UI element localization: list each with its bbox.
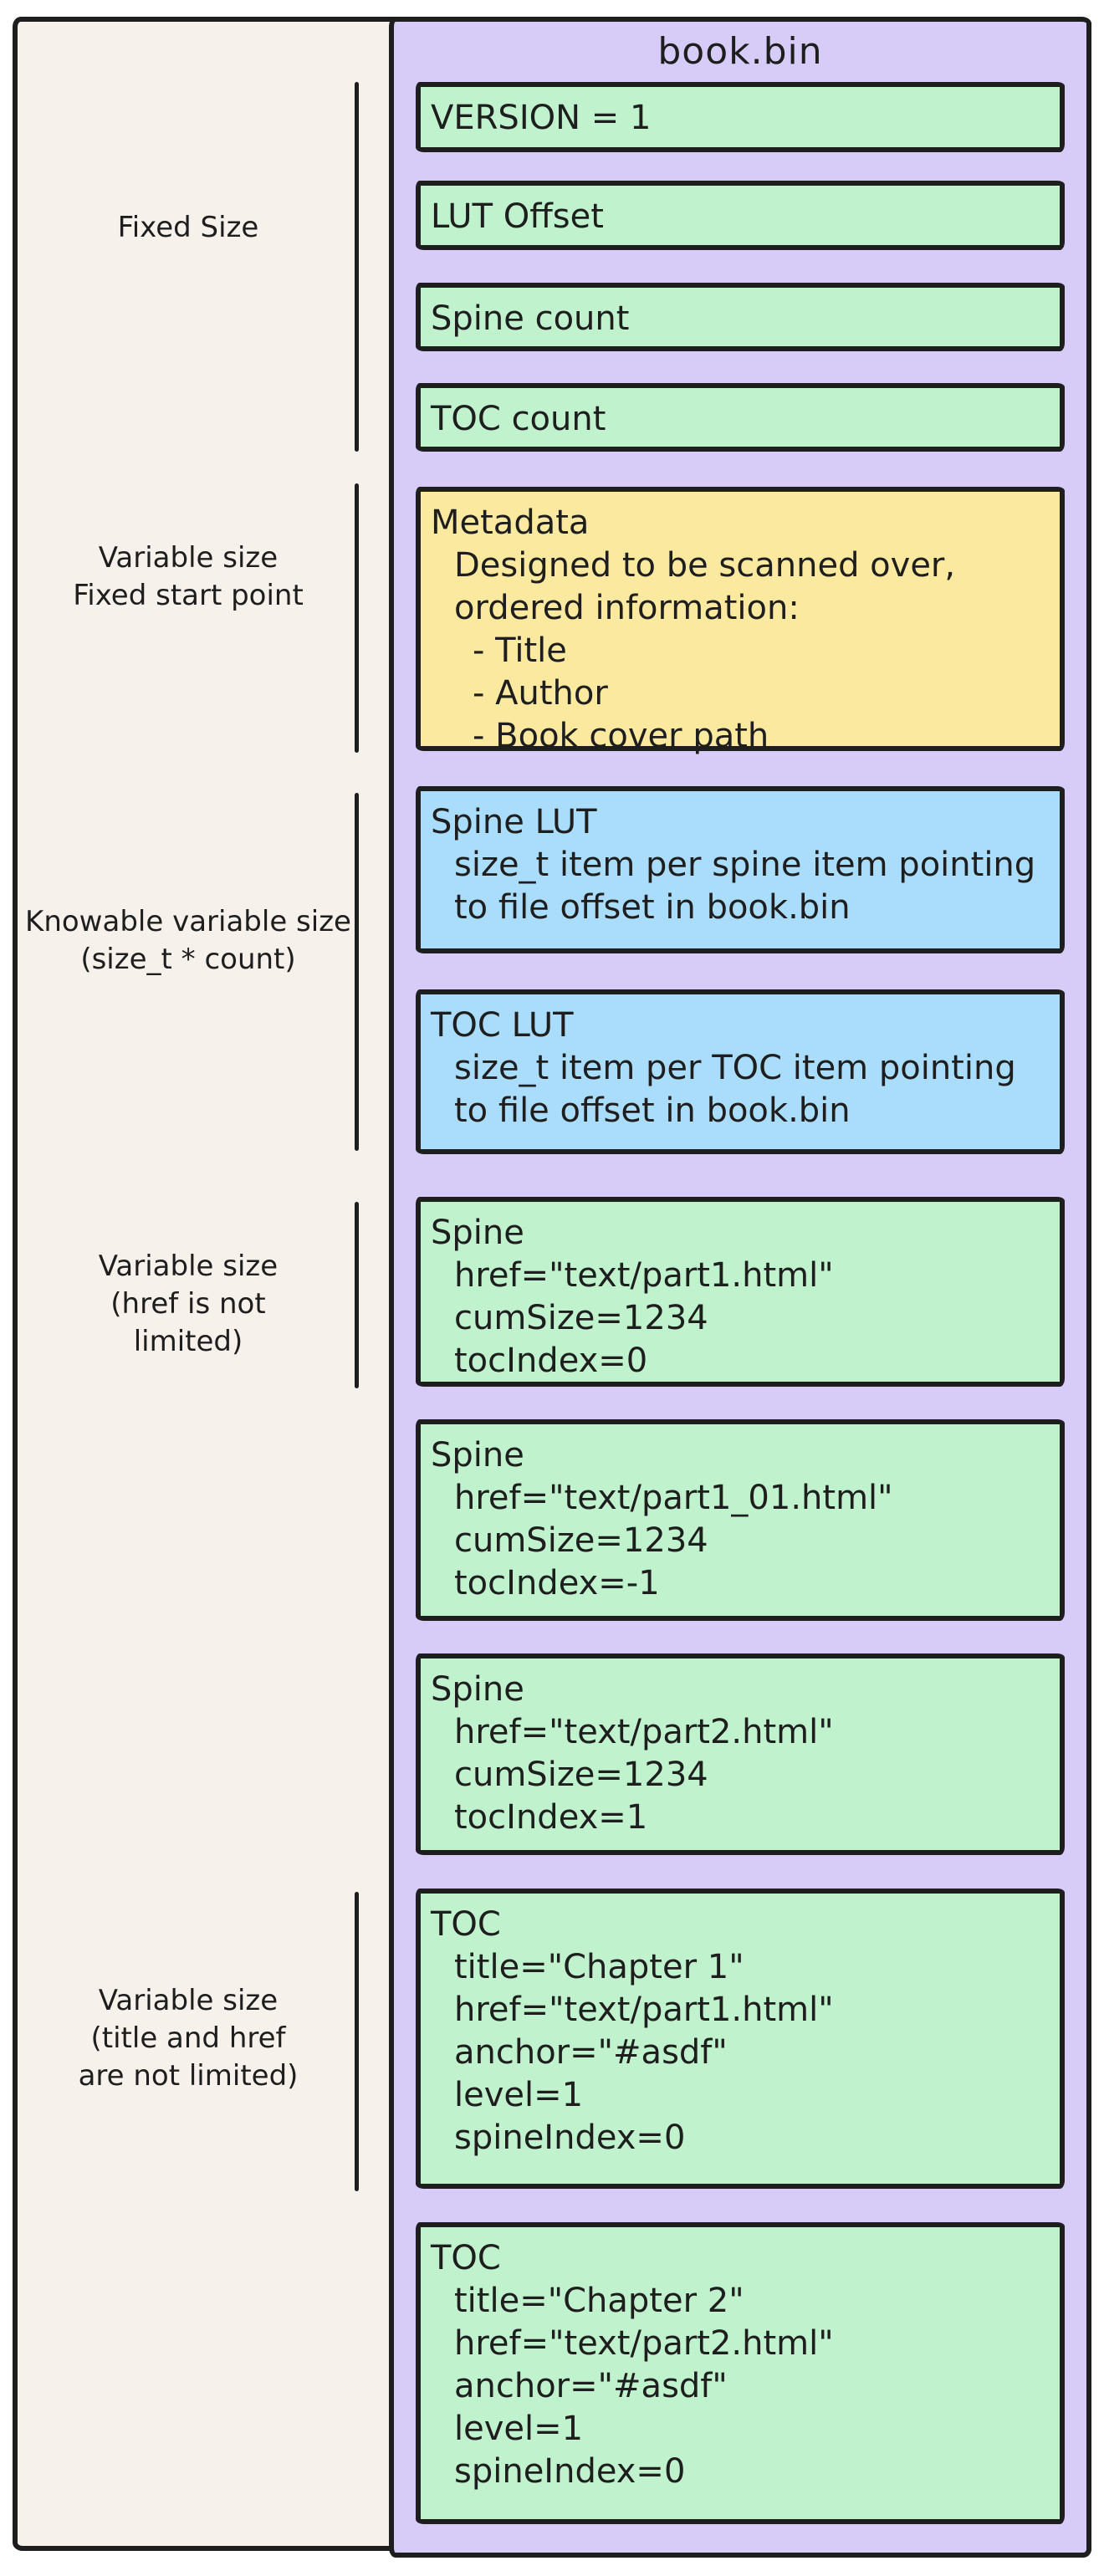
box-line: TOC [431, 2239, 501, 2277]
label-spine-variable: Variable size (href is not limited) [25, 1248, 351, 1361]
field-box-lut-offset: LUT Offset [416, 181, 1065, 250]
box-line: Spine [431, 1670, 524, 1709]
box-line: - Author [473, 674, 608, 713]
field-box-toc-entry-2: TOC title="Chapter 2" href="text/part2.h… [416, 2222, 1065, 2524]
bracket-fixed-size [355, 82, 359, 452]
label-line: (title and href [90, 2021, 286, 2055]
box-line: Spine [431, 1436, 524, 1475]
box-line: to file offset in book.bin [454, 1091, 851, 1130]
box-line: href="text/part1.html" [454, 1256, 834, 1295]
box-line: href="text/part1.html" [454, 1991, 834, 2029]
box-line: LUT Offset [431, 197, 604, 236]
box-line: cumSize=1234 [454, 1756, 708, 1794]
label-line: (href is not [110, 1287, 266, 1321]
field-box-spine-entry-1: Spine href="text/part1.html" cumSize=123… [416, 1197, 1065, 1387]
label-line: are not limited) [78, 2059, 299, 2093]
bracket-knowable-variable [355, 793, 359, 1151]
field-box-metadata: Metadata Designed to be scanned over, or… [416, 487, 1065, 755]
box-line: cumSize=1234 [454, 1299, 708, 1337]
label-knowable-variable: Knowable variable size (size_t * count) [25, 903, 351, 979]
box-line: spineIndex=0 [454, 2119, 686, 2157]
label-line: (size_t * count) [80, 943, 296, 976]
field-box-toc-lut: TOC LUT size_t item per TOC item pointin… [416, 989, 1065, 1154]
field-box-spine-entry-2: Spine href="text/part1_01.html" cumSize=… [416, 1419, 1065, 1621]
box-line: title="Chapter 1" [454, 1948, 744, 1986]
box-line: TOC LUT [431, 1006, 574, 1045]
box-line: spineIndex=0 [454, 2452, 686, 2491]
box-line: ordered information: [454, 589, 800, 627]
box-line: VERSION = 1 [431, 99, 652, 137]
box-line: size_t item per TOC item pointing [454, 1049, 1016, 1087]
label-line: Fixed Size [117, 211, 259, 244]
bracket-variable-fixed-start [355, 483, 359, 753]
box-line: Spine count [431, 299, 630, 338]
file-title: book.bin [657, 30, 823, 73]
box-line: cumSize=1234 [454, 1521, 708, 1560]
box-line: TOC [431, 1905, 501, 1944]
field-box-toc-count: TOC count [416, 383, 1065, 452]
box-line: Spine [431, 1214, 524, 1252]
box-line: level=1 [454, 2076, 584, 2114]
label-line: Variable size [98, 541, 279, 575]
box-line: to file offset in book.bin [454, 888, 851, 927]
box-line: - Title [473, 631, 567, 670]
box-line: Metadata [431, 503, 590, 542]
box-line: title="Chapter 2" [454, 2282, 744, 2320]
box-line: Designed to be scanned over, [454, 546, 956, 585]
label-line: Fixed start point [73, 579, 304, 612]
box-line: size_t item per spine item pointing [454, 846, 1036, 884]
label-line: limited) [133, 1325, 243, 1358]
box-line: anchor="#asdf" [454, 2033, 728, 2072]
field-box-version: VERSION = 1 [416, 82, 1065, 152]
box-line: tocIndex=-1 [454, 1564, 660, 1602]
label-line: Knowable variable size [25, 905, 351, 938]
label-toc-variable: Variable size (title and href are not li… [25, 1982, 351, 2095]
field-box-spine-entry-3: Spine href="text/part2.html" cumSize=123… [416, 1653, 1065, 1855]
label-line: Variable size [98, 1984, 279, 2017]
box-line: Spine LUT [431, 803, 597, 841]
box-line: - Book cover path [473, 717, 769, 755]
box-line: href="text/part2.html" [454, 2324, 834, 2363]
field-box-spine-count: Spine count [416, 283, 1065, 351]
box-line: href="text/part1_01.html" [454, 1479, 893, 1517]
box-line: level=1 [454, 2410, 584, 2448]
box-line: tocIndex=0 [454, 1342, 648, 1380]
box-line: anchor="#asdf" [454, 2367, 728, 2405]
bracket-toc-variable [355, 1892, 359, 2191]
box-line: TOC count [431, 400, 606, 438]
label-variable-fixed-start: Variable size Fixed start point [25, 539, 351, 615]
label-line: Variable size [98, 1250, 279, 1283]
box-line: tocIndex=1 [454, 1798, 648, 1837]
bracket-spine-variable [355, 1202, 359, 1388]
field-box-toc-entry-1: TOC title="Chapter 1" href="text/part1.h… [416, 1889, 1065, 2189]
label-fixed-size: Fixed Size [25, 209, 351, 247]
box-line: href="text/part2.html" [454, 1713, 834, 1751]
field-box-spine-lut: Spine LUT size_t item per spine item poi… [416, 786, 1065, 953]
